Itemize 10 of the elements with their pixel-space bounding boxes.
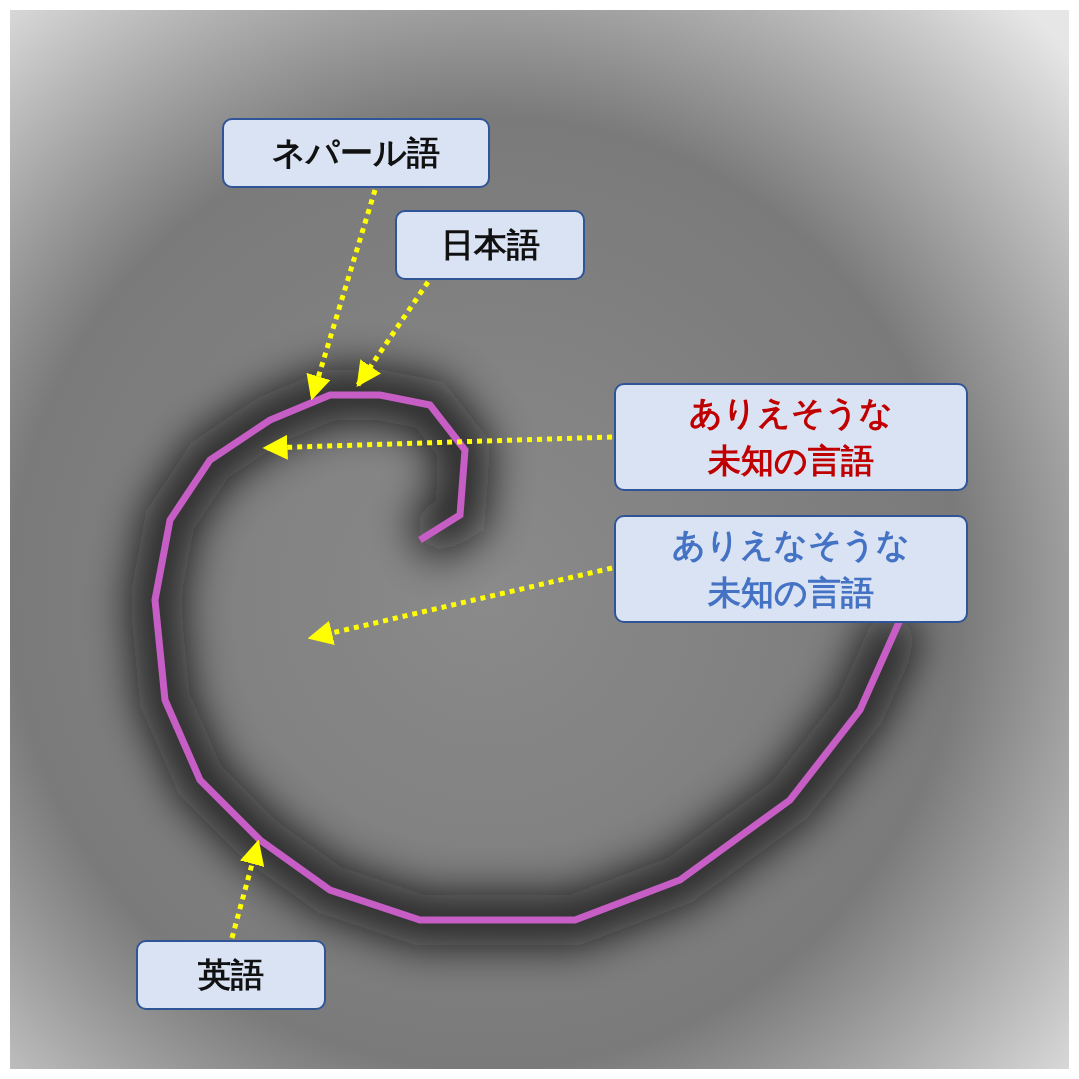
callout-label: ネパール語 bbox=[222, 118, 490, 188]
leader-arrow bbox=[229, 839, 265, 939]
leader-arrow bbox=[262, 434, 613, 460]
leader-arrow bbox=[307, 565, 613, 646]
callout-label: ありえなそうな未知の言語 bbox=[614, 515, 968, 623]
callout-label: 英語 bbox=[136, 940, 326, 1010]
leader-arrow bbox=[306, 189, 378, 401]
callout-label: ありえそうな未知の言語 bbox=[614, 383, 968, 491]
leader-arrow bbox=[355, 280, 431, 388]
callout-label: 日本語 bbox=[395, 210, 585, 280]
